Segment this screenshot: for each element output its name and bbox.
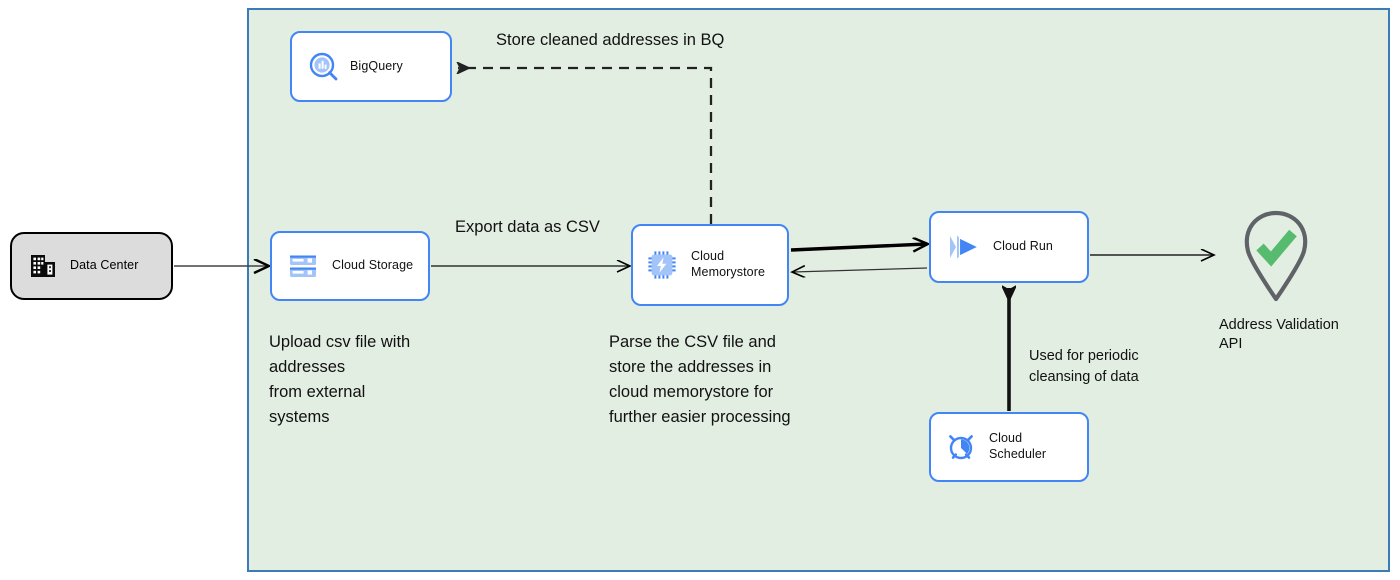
node-label-cloud-run: Cloud Run bbox=[993, 239, 1053, 254]
edge-label-export-csv: Export data as CSV bbox=[455, 218, 600, 236]
map-pin-check-icon bbox=[1237, 207, 1315, 308]
node-cloud-memorystore[interactable]: Cloud Memorystore bbox=[631, 224, 789, 306]
node-label-cloud-memorystore: Cloud Memorystore bbox=[691, 249, 766, 279]
note-upload-csv: Upload csv file with addresses from exte… bbox=[269, 333, 411, 426]
google-cloud-boundary bbox=[247, 8, 1390, 572]
node-cloud-scheduler[interactable]: Cloud Scheduler bbox=[929, 412, 1089, 482]
note-scheduler-usage: Used for periodic cleansing of data bbox=[1029, 348, 1139, 385]
edge-label-store-cleaned-bq: Store cleaned addresses in BQ bbox=[496, 31, 725, 49]
office-building-icon bbox=[26, 252, 60, 280]
node-label-cloud-scheduler: Cloud Scheduler bbox=[989, 431, 1047, 461]
cloud-storage-icon bbox=[286, 251, 320, 281]
endpoint-label-address-validation-api: Address Validation API bbox=[1219, 317, 1339, 352]
node-label-cloud-storage: Cloud Storage bbox=[332, 258, 414, 273]
node-address-validation-api[interactable]: Address Validation API bbox=[1219, 207, 1394, 354]
node-bigquery[interactable]: BigQuery bbox=[290, 31, 452, 102]
node-label-data-center: Data Center bbox=[70, 258, 139, 273]
cloud-memorystore-icon bbox=[645, 250, 679, 280]
node-data-center[interactable]: Data Center bbox=[10, 232, 173, 300]
node-cloud-run[interactable]: Cloud Run bbox=[929, 211, 1089, 283]
bigquery-icon bbox=[306, 51, 342, 83]
node-label-bigquery: BigQuery bbox=[350, 58, 403, 73]
cloud-run-icon bbox=[945, 232, 985, 262]
node-cloud-storage[interactable]: Cloud Storage bbox=[270, 231, 430, 301]
note-parse-csv: Parse the CSV file and store the address… bbox=[609, 333, 791, 426]
cloud-scheduler-icon bbox=[943, 431, 979, 463]
